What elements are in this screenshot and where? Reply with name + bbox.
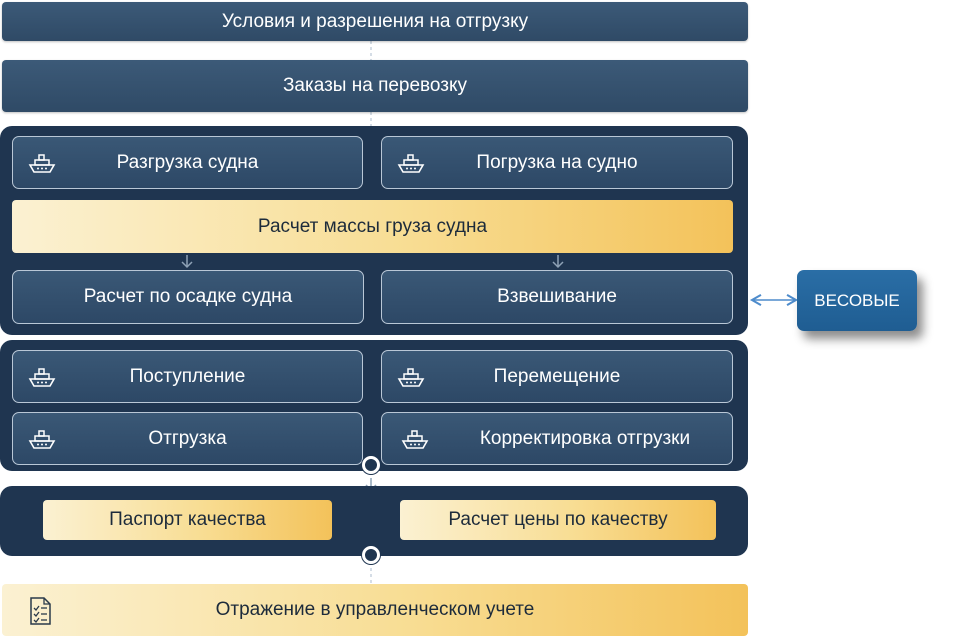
mass-calc-label: Расчет массы груза судна bbox=[257, 215, 488, 237]
scales-box[interactable]: ВЕСОВЫЕ bbox=[797, 270, 917, 331]
weighing-card[interactable]: Взвешивание bbox=[381, 270, 733, 324]
orders-bar[interactable]: Заказы на перевозку bbox=[2, 60, 748, 112]
weighing-label: Взвешивание bbox=[497, 286, 617, 307]
ship-icon bbox=[397, 367, 425, 387]
transfer-label: Перемещение bbox=[493, 365, 621, 387]
shipment-adjustment-label: Корректировка отгрузки bbox=[479, 427, 691, 449]
loading-label: Погрузка на судно bbox=[476, 151, 638, 173]
unloading-label: Разгрузка судна bbox=[116, 151, 259, 173]
mass-calc-bar[interactable]: Расчет массы груза судна bbox=[12, 200, 733, 253]
shipment-label: Отгрузка bbox=[148, 427, 227, 449]
conditions-bar[interactable]: Условия и разрешения на отгрузку bbox=[2, 2, 748, 41]
passport-bar[interactable]: Паспорт качества bbox=[43, 500, 332, 540]
unloading-card[interactable]: Разгрузка судна bbox=[12, 136, 363, 189]
arrow-down-icon bbox=[552, 255, 564, 269]
conditions-label: Условия и разрешения на отгрузку bbox=[221, 10, 529, 32]
receipt-card[interactable]: Поступление bbox=[12, 350, 363, 403]
price-calc-label: Расчет цены по качеству bbox=[448, 509, 668, 530]
orders-label: Заказы на перевозку bbox=[282, 75, 468, 96]
ship-icon bbox=[28, 153, 56, 173]
price-calc-bar[interactable]: Расчет цены по качеству bbox=[400, 500, 716, 540]
accounting-bar[interactable]: Отражение в управленческом учете bbox=[2, 584, 748, 636]
shipment-adjustment-card[interactable]: Корректировка отгрузки bbox=[381, 412, 733, 465]
ship-icon bbox=[401, 429, 429, 449]
passport-label: Паспорт качества bbox=[109, 509, 266, 530]
accounting-label: Отражение в управленческом учете bbox=[215, 599, 535, 620]
arrow-down-icon bbox=[181, 255, 193, 269]
transfer-card[interactable]: Перемещение bbox=[381, 350, 733, 403]
flow-node bbox=[362, 456, 380, 474]
loading-card[interactable]: Погрузка на судно bbox=[381, 136, 733, 189]
receipt-label: Поступление bbox=[129, 365, 246, 387]
flow-node bbox=[362, 546, 380, 564]
ship-icon bbox=[28, 429, 56, 449]
draft-calc-card[interactable]: Расчет по осадке судна bbox=[12, 270, 364, 324]
scales-label: ВЕСОВЫЕ bbox=[814, 290, 900, 310]
ship-icon bbox=[28, 367, 56, 387]
ship-icon bbox=[397, 153, 425, 173]
checklist-document-icon bbox=[30, 597, 51, 625]
shipment-card[interactable]: Отгрузка bbox=[12, 412, 363, 465]
draft-calc-label: Расчет по осадке судна bbox=[83, 286, 293, 307]
